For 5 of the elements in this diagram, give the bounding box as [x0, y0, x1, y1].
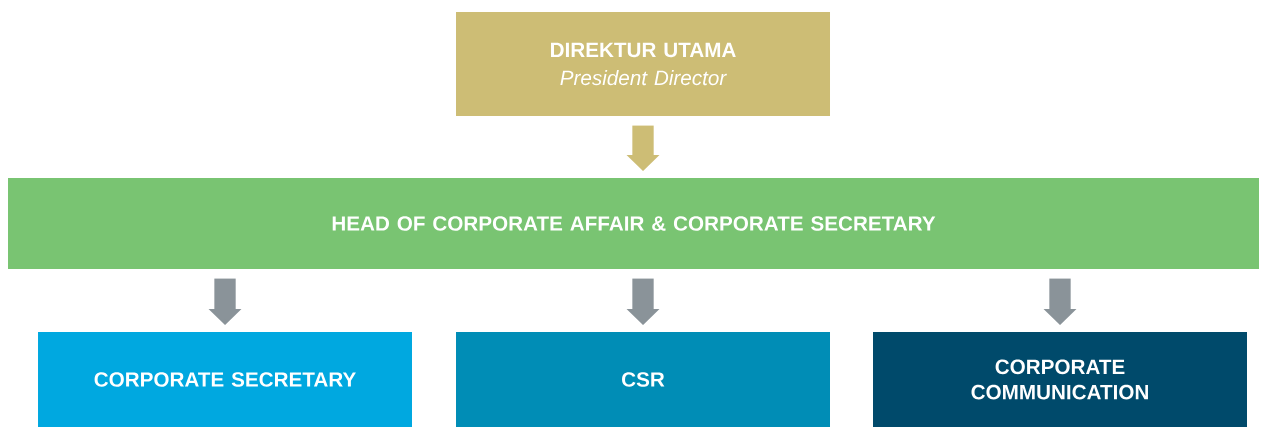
unit-box: CORPORATE SECRETARY — [38, 332, 412, 427]
title-box: DIREKTUR UTAMA President Director — [456, 12, 830, 116]
heading-box: HEAD OF CORPORATE AFFAIR & CORPORATE SECRETARY — [8, 178, 1259, 269]
unit-box: CORPORATE COMMUNICATION — [873, 332, 1247, 427]
unit-box: CSR — [456, 332, 830, 427]
